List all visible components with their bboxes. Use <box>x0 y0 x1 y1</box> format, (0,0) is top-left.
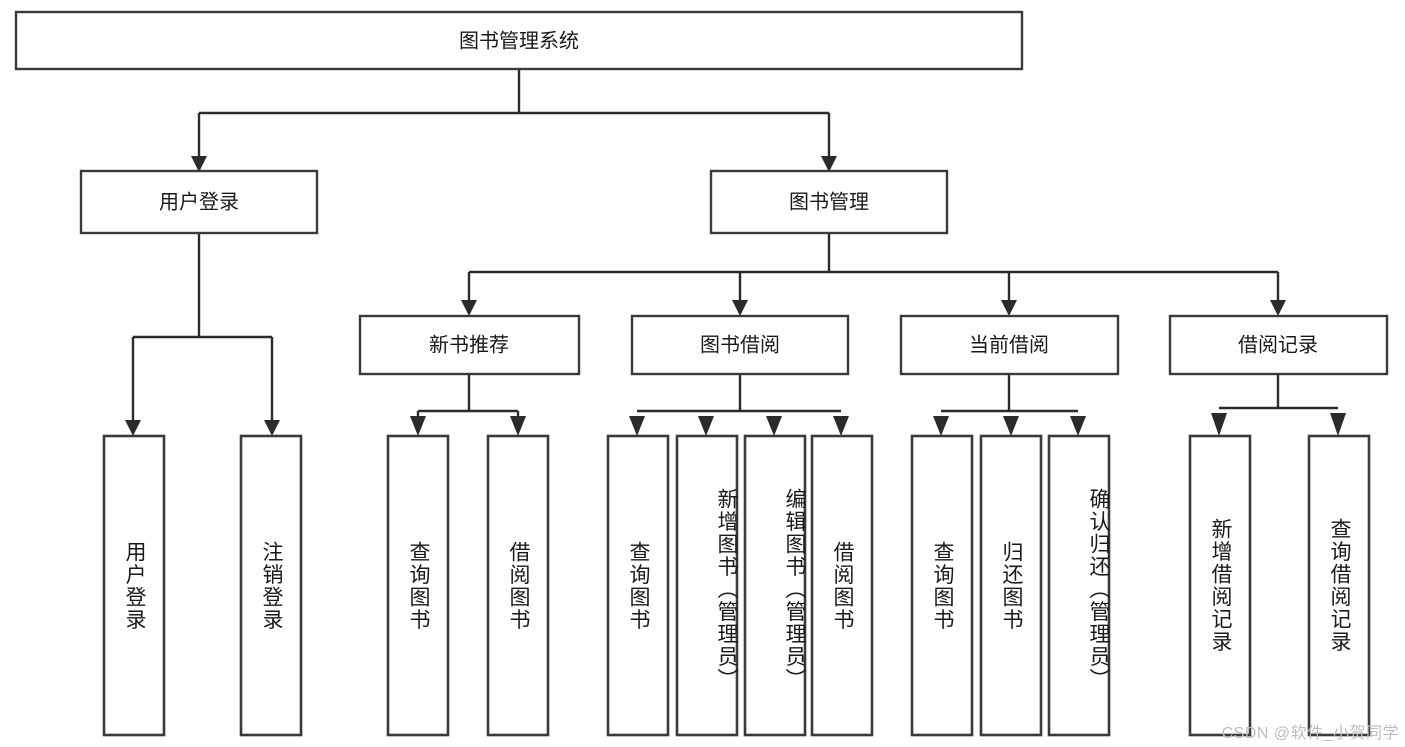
arrow-user-login-leaf-2 <box>264 420 280 436</box>
label-book-management: 图书管理 <box>789 190 869 213</box>
arrow-new-book-leaf-1 <box>410 416 426 436</box>
connector-group-borrow-record <box>1211 374 1346 436</box>
arrow-current-borrow-leaf-1 <box>933 416 949 436</box>
node-new-book-recommend[interactable] <box>358 314 581 376</box>
arrow-root-to-user-login <box>191 156 207 172</box>
node-leaf-current-borrow-return[interactable] <box>979 434 1043 737</box>
label-new-book-recommend: 新书推荐 <box>429 333 509 356</box>
arrow-borrow-record-leaf-1 <box>1211 413 1227 436</box>
arrow-book-borrow-leaf-4 <box>833 416 849 436</box>
arrow-book-mgmt-to-current-borrow <box>1001 300 1017 316</box>
arrow-current-borrow-leaf-2 <box>1003 416 1019 436</box>
node-leaf-user-login-login[interactable] <box>102 434 166 737</box>
arrow-book-borrow-leaf-3 <box>766 416 782 436</box>
node-root-system[interactable] <box>14 10 1024 71</box>
arrow-user-login-leaf-1 <box>125 420 141 436</box>
arrow-book-mgmt-to-book-borrow <box>732 300 748 316</box>
arrow-current-borrow-leaf-3 <box>1070 416 1086 436</box>
connector-group-root <box>191 69 837 172</box>
arrow-new-book-leaf-2 <box>510 416 526 436</box>
connector-group-book-mgmt <box>461 233 1286 316</box>
connector-group-current-borrow <box>933 374 1086 436</box>
node-leaf-borrow-record-query[interactable] <box>1307 434 1371 737</box>
connector-group-user-login <box>125 233 280 436</box>
arrow-book-borrow-leaf-1 <box>629 416 645 436</box>
node-user-login[interactable] <box>79 169 319 235</box>
arrow-book-mgmt-to-new-book <box>461 300 477 316</box>
label-borrow-record: 借阅记录 <box>1238 333 1318 356</box>
arrow-book-mgmt-to-borrow-record <box>1270 300 1286 316</box>
label-user-login: 用户登录 <box>159 190 239 213</box>
node-leaf-new-book-borrow[interactable] <box>486 434 550 737</box>
node-leaf-user-login-logout[interactable] <box>239 434 303 737</box>
node-leaf-current-borrow-confirm[interactable] <box>1047 434 1111 737</box>
node-leaf-current-borrow-query[interactable] <box>910 434 974 737</box>
node-book-management[interactable] <box>709 169 949 235</box>
node-leaf-book-borrow-query[interactable] <box>606 434 670 737</box>
node-leaf-book-borrow-edit[interactable] <box>743 434 807 737</box>
label-book-borrow: 图书借阅 <box>700 333 780 356</box>
node-book-borrow[interactable] <box>630 314 850 376</box>
arrow-borrow-record-leaf-2 <box>1330 413 1346 436</box>
node-current-borrow[interactable] <box>899 314 1120 376</box>
arrow-root-to-book-mgmt <box>821 156 837 172</box>
node-leaf-borrow-record-add[interactable] <box>1188 434 1252 737</box>
watermark-label: CSDN @软件_小贺同学 <box>1221 725 1399 742</box>
connector-group-new-book-recommend <box>410 374 526 436</box>
node-leaf-book-borrow-lend[interactable] <box>810 434 874 737</box>
connector-group-book-borrow <box>629 374 849 436</box>
node-leaf-book-borrow-add[interactable] <box>675 434 739 737</box>
node-leaf-new-book-query[interactable] <box>386 434 450 737</box>
label-root-system: 图书管理系统 <box>459 29 579 52</box>
arrow-book-borrow-leaf-2 <box>698 416 714 436</box>
label-current-borrow: 当前借阅 <box>969 333 1049 356</box>
node-borrow-record[interactable] <box>1168 314 1389 376</box>
